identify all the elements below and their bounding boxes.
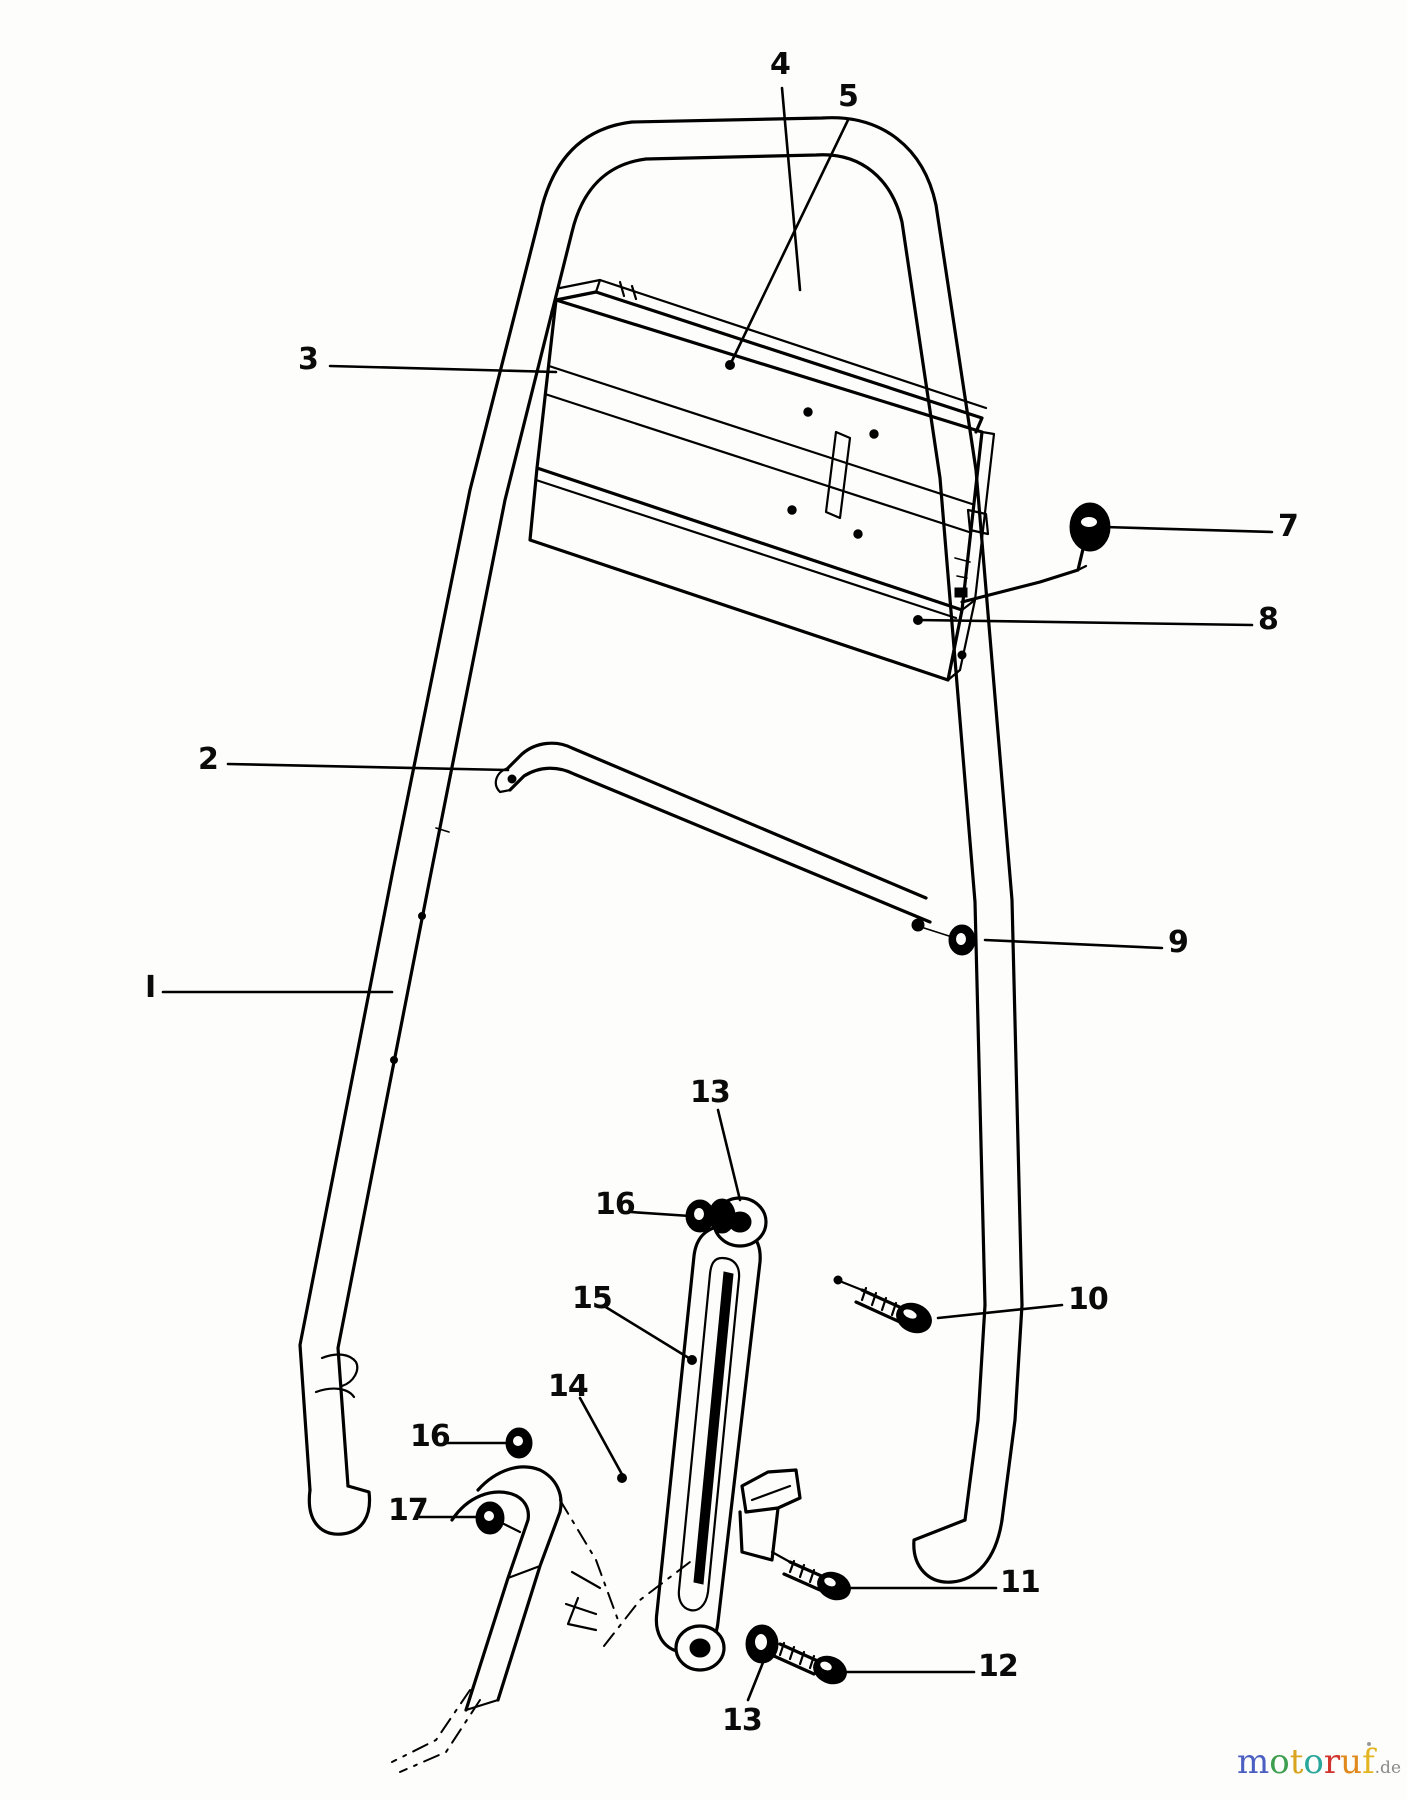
nut-part-17 [475, 1501, 522, 1535]
callout-label-2: 2 [198, 742, 219, 777]
nut-part-9 [911, 918, 976, 956]
callout-label-11: 11 [1000, 1565, 1041, 1600]
screw-part-10 [833, 1275, 932, 1334]
callout-label-7: 7 [1278, 509, 1299, 544]
watermark-letter: o [1303, 1742, 1324, 1782]
watermark-dot-icon [1367, 1742, 1372, 1746]
callout-label-13-upper: 13 [690, 1075, 731, 1110]
watermark-letter: o [1269, 1742, 1290, 1782]
watermark-letter: f [1362, 1742, 1375, 1782]
lower-bracket [738, 1468, 802, 1562]
watermark-letter: u [1340, 1742, 1363, 1782]
callout-label-12: 12 [978, 1649, 1019, 1684]
callout-label-13-lower: 13 [722, 1703, 763, 1738]
bolt-part-12 [745, 1624, 847, 1685]
cross-brace [494, 741, 932, 924]
slotted-link-part-15 [654, 1196, 768, 1672]
callout-label-3: 3 [298, 342, 319, 377]
watermark-letter: r [1323, 1742, 1341, 1782]
watermark-letter: m [1237, 1742, 1270, 1782]
callout-label-10: 10 [1068, 1282, 1109, 1317]
pivot-bracket-part-14 [391, 1465, 691, 1773]
callout-label-1: I [145, 970, 156, 1005]
control-panel-housing [528, 278, 996, 682]
callout-label-8: 8 [1258, 602, 1279, 637]
callout-label-17: 17 [388, 1493, 429, 1528]
callout-label-16-lower: 16 [410, 1419, 451, 1454]
nut-part-16-upper [685, 1198, 736, 1234]
callout-label-4: 4 [770, 47, 791, 82]
callout-label-16-upper: 16 [595, 1187, 636, 1222]
knob-part-7 [960, 502, 1111, 604]
screw-part-11 [770, 1550, 851, 1601]
callout-label-9: 9 [1168, 925, 1189, 960]
callout-label-14: 14 [548, 1369, 589, 1404]
nut-part-16-lower [505, 1427, 533, 1459]
callout-label-5: 5 [838, 79, 859, 114]
motoruf-watermark: motoruf.de [1237, 1742, 1402, 1782]
callout-label-15: 15 [572, 1281, 613, 1316]
watermark-letter: t [1289, 1742, 1304, 1782]
handle-frame-outline [298, 116, 1024, 1584]
watermark-suffix: .de [1374, 1758, 1402, 1778]
callout-leader-lines [161, 86, 1274, 1702]
